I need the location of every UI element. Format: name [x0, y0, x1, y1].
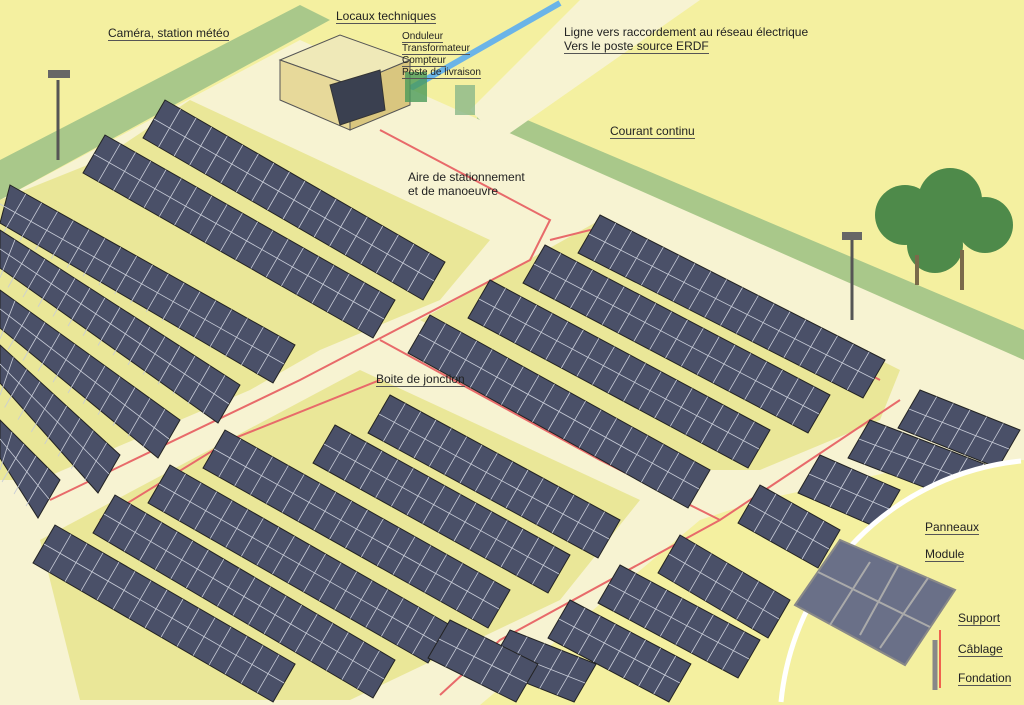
technical-building — [278, 34, 412, 131]
access-road — [470, 0, 700, 140]
panel-divider — [112, 387, 136, 426]
panel-divider — [153, 118, 435, 282]
panel-divider — [142, 336, 166, 375]
label-poste-source: Vers le poste source ERDF — [564, 39, 709, 54]
panel-divider — [19, 202, 43, 241]
panel-divider — [37, 268, 61, 307]
panel-divider — [4, 369, 28, 408]
panel-divider — [0, 248, 230, 405]
panel-divider — [22, 322, 46, 361]
panel-divider — [323, 443, 560, 575]
panel-divider — [378, 413, 610, 540]
panel-divider — [67, 287, 91, 327]
panel-divider — [668, 553, 780, 620]
panel-divider — [172, 355, 196, 395]
label-manoeuvre: et de manoeuvre — [408, 184, 499, 198]
panel-divider — [52, 343, 76, 383]
trees — [875, 168, 1013, 290]
label-courant-continu: Courant continu — [610, 124, 695, 139]
panel-divider — [588, 233, 875, 380]
detail-inset — [778, 458, 1022, 703]
panel-divider — [187, 365, 211, 404]
label-boite-jonction: Boite de jonction — [376, 372, 465, 387]
label-locaux-techniques: Locaux techniques — [336, 9, 437, 24]
panel-divider — [67, 354, 91, 394]
panel-divider — [608, 583, 750, 660]
panel-divider — [0, 308, 170, 440]
panel-divider — [44, 405, 68, 445]
panel-divider — [158, 483, 440, 645]
panel-divider — [908, 408, 1010, 450]
panel-divider — [418, 333, 700, 490]
label-fondation: Fondation — [958, 671, 1012, 686]
panel-divider — [82, 297, 106, 337]
gates — [405, 72, 475, 115]
panel-divider — [0, 431, 13, 471]
label-onduleur: Onduleur — [402, 31, 444, 43]
panel-divider — [17, 381, 41, 420]
panel-divider — [0, 203, 285, 365]
panel-divider — [0, 300, 16, 339]
panel-divider — [103, 513, 385, 680]
panel-divider — [127, 326, 151, 366]
label-transformateur: Transformateur — [402, 43, 470, 55]
panel-divider — [7, 311, 31, 350]
panel-divider — [1, 443, 25, 483]
label-support: Support — [958, 611, 1001, 626]
panel-divider — [748, 503, 830, 550]
panel-divider — [112, 316, 136, 356]
label-panneaux: Panneaux — [925, 520, 980, 535]
panel-divider — [30, 393, 54, 433]
panel-divider — [7, 249, 31, 288]
panel-divider — [157, 346, 181, 385]
panel-divider — [213, 448, 500, 610]
panel-divider — [142, 408, 166, 448]
panel-divider — [43, 543, 285, 684]
panel-divider — [558, 618, 681, 684]
panel-divider — [25, 467, 49, 507]
label-cablage: Câblage — [958, 642, 1003, 657]
panel-divider — [52, 278, 76, 317]
panel-divider — [533, 263, 820, 415]
panel-divider — [22, 258, 46, 298]
label-module: Module — [925, 547, 965, 562]
inset-border — [778, 458, 1022, 703]
panel-divider — [0, 239, 16, 278]
panel-divider — [127, 398, 151, 437]
panel-divider — [35, 211, 58, 250]
label-ligne-reseau: Ligne vers raccordement au réseau électr… — [564, 25, 809, 39]
panel-divider — [82, 365, 106, 405]
panel-divider — [0, 363, 110, 475]
panel-divider — [478, 298, 760, 450]
panel-divider — [13, 455, 37, 495]
panel-divider — [438, 638, 528, 684]
panel-divider — [3, 193, 27, 233]
camera-mast-right — [842, 232, 862, 320]
panel-divider — [93, 153, 385, 320]
panel-divider — [0, 357, 14, 396]
panel-divider — [37, 333, 61, 372]
label-poste-livraison: Poste de livraison — [402, 67, 481, 79]
panel-divider — [97, 307, 121, 346]
panel-divider — [97, 376, 121, 415]
panel-row — [0, 229, 241, 424]
panel-divider — [808, 473, 890, 510]
label-aire-stationnement: Aire de stationnement — [408, 170, 525, 184]
label-compteur: Compteur — [402, 55, 446, 67]
panel-divider — [0, 438, 50, 500]
panel-divider — [84, 442, 108, 481]
panel-divider — [57, 418, 81, 457]
panel-divider — [70, 430, 94, 469]
label-camera: Caméra, station météo — [108, 26, 230, 41]
camera-mast-left — [48, 70, 70, 160]
